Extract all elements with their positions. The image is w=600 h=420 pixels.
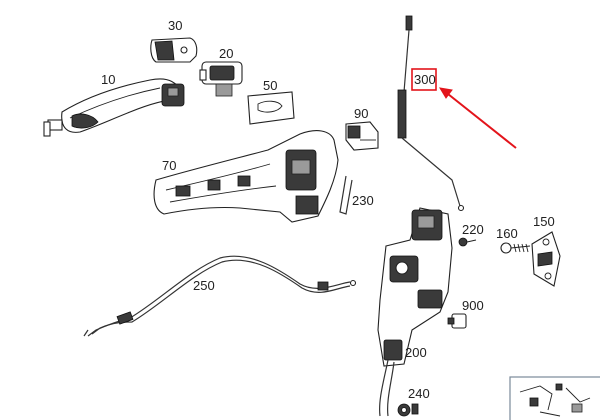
part-250-bowden-cable[interactable]: 250 (83, 255, 357, 337)
highlight-arrow-300 (439, 87, 517, 149)
overview-thumbnail[interactable] (509, 376, 600, 420)
part-240-fastener[interactable]: 240 (397, 386, 430, 417)
part-200-door-lock[interactable]: 200 (377, 207, 453, 417)
label-10: 10 (101, 72, 115, 87)
part-50-gasket[interactable]: 50 (247, 78, 295, 125)
label-900: 900 (462, 298, 484, 313)
label-300: 300 (414, 72, 436, 87)
part-10-door-handle[interactable]: 10 (43, 72, 185, 137)
part-230-spring-clip[interactable]: 230 (339, 175, 374, 215)
label-20: 20 (219, 46, 233, 61)
label-230: 230 (352, 193, 374, 208)
label-250: 250 (193, 278, 215, 293)
part-160-bolt[interactable]: 160 (496, 226, 531, 254)
label-200: 200 (405, 345, 427, 360)
part-220-screw[interactable]: 220 (458, 222, 484, 247)
label-240: 240 (408, 386, 430, 401)
label-50: 50 (263, 78, 277, 93)
label-160: 160 (496, 226, 518, 241)
label-70: 70 (162, 158, 176, 173)
part-900-connector[interactable]: 900 (447, 298, 484, 329)
part-20-lock-cylinder[interactable]: 20 (199, 46, 243, 97)
part-90-bracket[interactable]: 90 (345, 106, 379, 151)
part-70-handle-carrier[interactable]: 70 (153, 130, 339, 223)
part-30-handle-cap[interactable]: 30 (150, 18, 198, 63)
label-90: 90 (354, 106, 368, 121)
part-300-locking-rod[interactable] (397, 15, 465, 212)
label-150: 150 (533, 214, 555, 229)
label-30: 30 (168, 18, 182, 33)
part-150-striker-plate[interactable]: 150 (531, 214, 561, 287)
highlight-box-300 (411, 68, 437, 91)
label-220: 220 (462, 222, 484, 237)
